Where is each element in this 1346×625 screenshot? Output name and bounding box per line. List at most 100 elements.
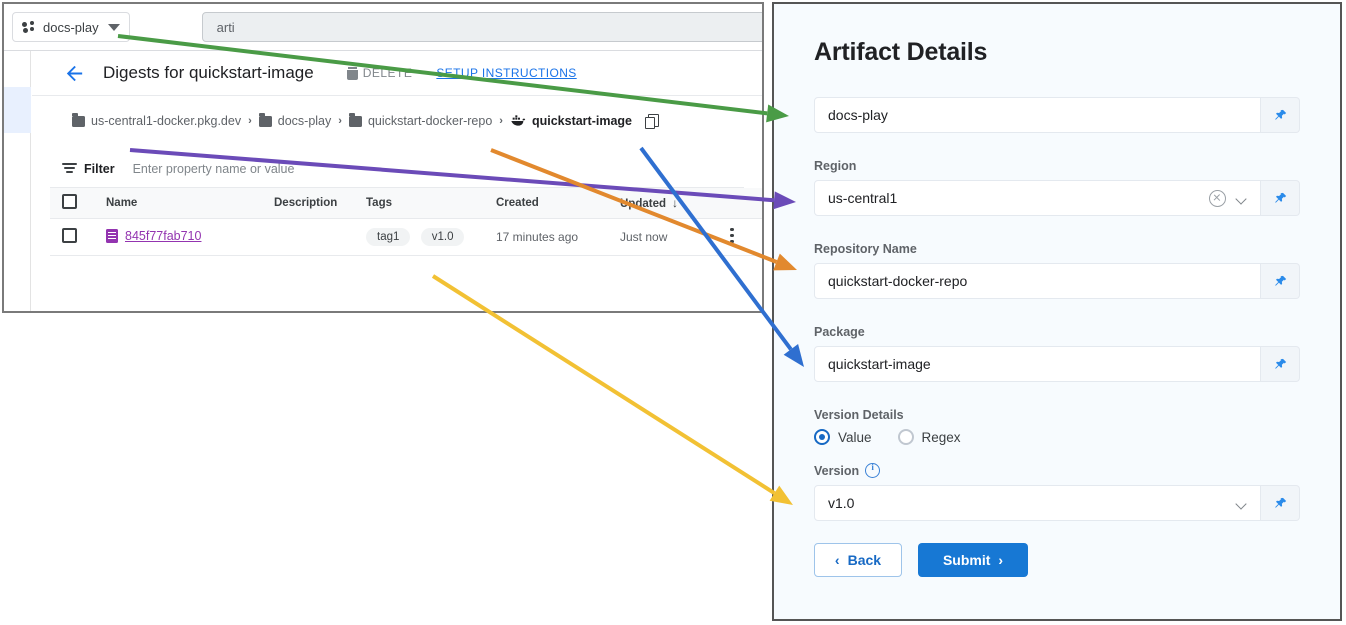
filter-input[interactable]: Enter property name or value: [132, 161, 295, 176]
project-name-label: docs-play: [43, 19, 99, 35]
column-header-name[interactable]: Name: [106, 188, 274, 219]
row-updated-cell: Just now: [620, 218, 730, 256]
panel-buttons: ‹ Back Submit ›: [814, 543, 1300, 577]
artifact-registry-window: docs-play arti Digests for quickstart-im…: [2, 2, 764, 313]
radio-value-label: Value: [838, 429, 872, 445]
digests-table: Name Description Tags Created Updated↓: [50, 188, 762, 256]
version-details-radio-group: Value Regex: [814, 429, 1300, 445]
region-field[interactable]: us-central1: [814, 180, 1261, 216]
package-field[interactable]: quickstart-image: [814, 346, 1261, 382]
breadcrumb: us-central1-docker.pkg.dev › docs-play ›…: [32, 96, 762, 129]
chevron-down-icon[interactable]: [1236, 498, 1247, 509]
copy-icon[interactable]: [645, 114, 659, 129]
field-group-repository: Repository Name quickstart-docker-repo: [814, 242, 1300, 299]
version-label-row: Version: [814, 462, 1300, 478]
setup-instructions-link[interactable]: SETUP INSTRUCTIONS: [436, 66, 577, 80]
clear-icon[interactable]: [1209, 189, 1226, 207]
page-header: Digests for quickstart-image DELETE SETU…: [32, 51, 762, 96]
breadcrumb-item-image: quickstart-image: [510, 114, 632, 128]
radio-regex[interactable]: Regex: [897, 429, 961, 445]
chevron-down-icon[interactable]: [1236, 193, 1247, 204]
row-actions-cell: [730, 218, 762, 256]
column-header-description[interactable]: Description: [274, 188, 366, 219]
region-label: Region: [814, 159, 857, 173]
filter-bar[interactable]: Filter Enter property name or value: [50, 150, 744, 188]
back-button-icon: ‹: [834, 552, 840, 568]
trash-icon: [346, 66, 358, 80]
field-group-version-details: Version Details Value Regex: [814, 408, 1300, 445]
repository-field-value: quickstart-docker-repo: [828, 273, 968, 289]
rail-active-highlight: [4, 87, 31, 133]
column-header-updated[interactable]: Updated↓: [620, 188, 730, 219]
back-button-label: Back: [847, 552, 882, 568]
repository-label: Repository Name: [814, 242, 917, 256]
column-header-tags[interactable]: Tags: [366, 188, 496, 219]
version-label: Version: [814, 463, 860, 478]
left-rail: [4, 51, 31, 311]
row-checkbox[interactable]: [62, 228, 77, 243]
sort-descending-icon: ↓: [672, 196, 678, 210]
pin-icon[interactable]: [1261, 180, 1300, 216]
artifact-details-panel: Artifact Details docs-play Region us-cen…: [772, 2, 1342, 621]
table-row[interactable]: 845f77fab710 tag1 v1.0 17 minutes ago Ju…: [50, 218, 762, 256]
panel-title: Artifact Details: [814, 38, 988, 66]
project-field[interactable]: docs-play: [814, 97, 1261, 133]
breadcrumb-label: us-central1-docker.pkg.dev: [91, 114, 242, 128]
folder-icon: [72, 112, 85, 127]
delete-button[interactable]: DELETE: [346, 66, 413, 80]
field-group-project: docs-play: [814, 97, 1300, 133]
submit-button[interactable]: Submit ›: [918, 543, 1028, 577]
breadcrumb-label: quickstart-image: [531, 114, 632, 128]
version-field[interactable]: v1.0: [814, 485, 1261, 521]
page-header-actions: DELETE SETUP INSTRUCTIONS: [346, 66, 577, 80]
arrow-left-icon[interactable]: [62, 61, 86, 85]
chevron-down-icon: [107, 23, 120, 31]
tag-chip[interactable]: tag1: [366, 228, 411, 246]
folder-icon: [258, 112, 272, 127]
breadcrumb-item-registry[interactable]: us-central1-docker.pkg.dev: [72, 112, 242, 128]
column-header-created[interactable]: Created: [496, 188, 620, 219]
field-group-region: Region us-central1: [814, 159, 1300, 216]
row-created-cell: 17 minutes ago: [496, 218, 620, 256]
info-icon[interactable]: [865, 462, 881, 478]
image-digest-icon: [106, 228, 118, 243]
radio-regex-label: Regex: [921, 429, 961, 445]
row-name-cell: 845f77fab710: [106, 218, 274, 256]
breadcrumb-label: quickstart-docker-repo: [367, 114, 493, 128]
project-dots-icon: [22, 21, 36, 33]
select-all-checkbox[interactable]: [62, 194, 77, 209]
filter-label: Filter: [84, 161, 115, 176]
folder-icon: [348, 112, 362, 127]
breadcrumb-separator: ›: [499, 115, 503, 127]
pin-icon[interactable]: [1261, 263, 1300, 299]
breadcrumb-separator: ›: [338, 115, 342, 127]
docker-icon: [510, 115, 526, 127]
breadcrumb-separator: ›: [248, 115, 252, 127]
main-content: Digests for quickstart-image DELETE SETU…: [32, 51, 762, 311]
repository-field[interactable]: quickstart-docker-repo: [814, 263, 1261, 299]
pin-icon[interactable]: [1261, 97, 1300, 133]
row-description-cell: [274, 218, 366, 256]
project-picker[interactable]: docs-play: [12, 12, 130, 42]
digest-link[interactable]: 845f77fab710: [106, 228, 202, 243]
radio-dot-icon: [814, 429, 830, 445]
breadcrumb-label: docs-play: [277, 114, 332, 128]
row-more-options-icon[interactable]: [730, 227, 734, 244]
pin-icon[interactable]: [1261, 485, 1300, 521]
digest-link-label: 845f77fab710: [125, 228, 202, 243]
filter-icon: [62, 163, 77, 174]
submit-button-label: Submit: [942, 552, 991, 568]
pin-icon[interactable]: [1261, 346, 1300, 382]
global-search-value: arti: [216, 19, 235, 35]
version-field-value: v1.0: [828, 495, 855, 511]
delete-button-label: DELETE: [362, 66, 413, 80]
row-tags-cell: tag1 v1.0: [366, 218, 496, 256]
global-search-input[interactable]: arti: [201, 12, 762, 42]
radio-value[interactable]: Value: [814, 429, 872, 445]
breadcrumb-item-repo[interactable]: quickstart-docker-repo: [348, 112, 493, 128]
page-title: Digests for quickstart-image: [103, 63, 314, 82]
radio-dot-icon: [897, 429, 914, 445]
breadcrumb-item-project[interactable]: docs-play: [258, 112, 332, 128]
back-button[interactable]: ‹ Back: [814, 543, 902, 577]
tag-chip[interactable]: v1.0: [420, 228, 465, 246]
